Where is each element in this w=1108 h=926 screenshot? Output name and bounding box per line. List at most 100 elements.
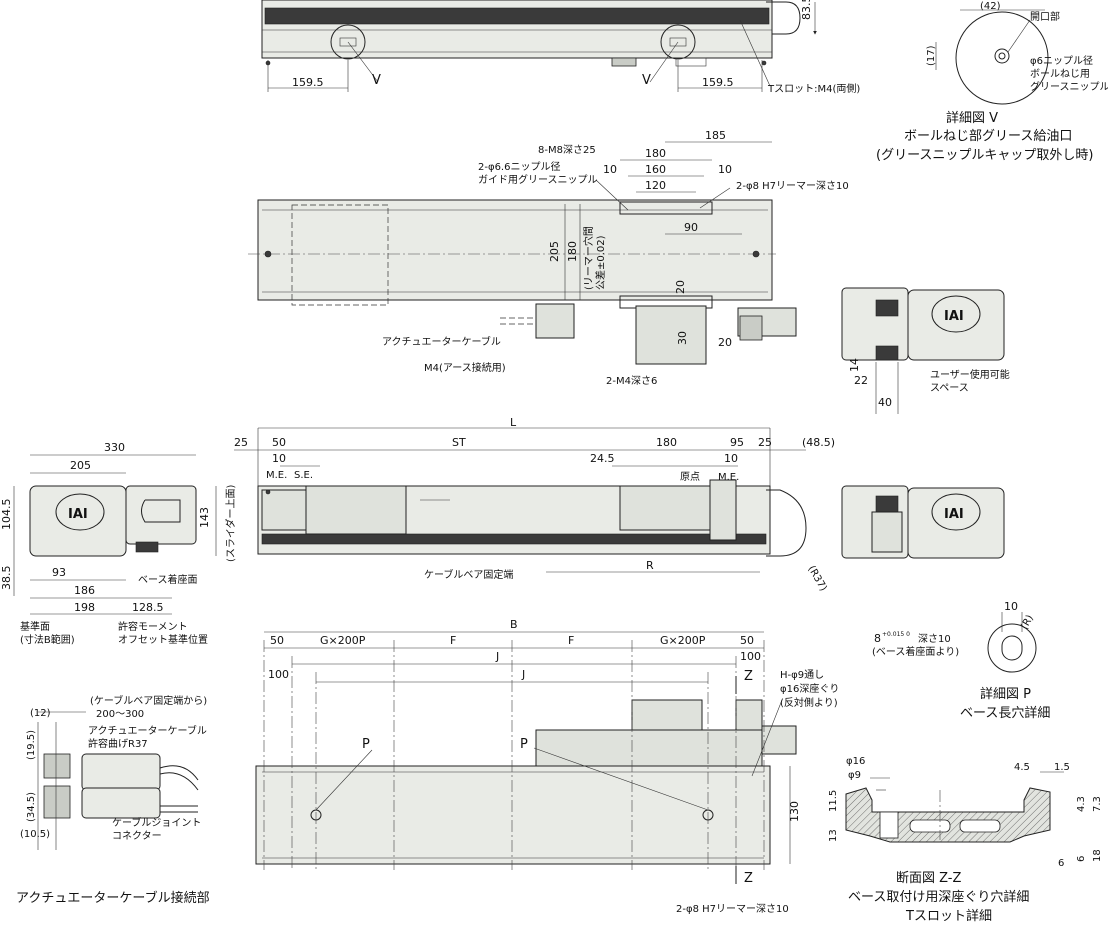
slider-8m8: 8-M8深さ25	[538, 144, 596, 156]
sec-title: 断面図 Z-Z	[896, 871, 962, 886]
front-25b: 25	[758, 436, 772, 449]
sec-6a: 6	[1058, 858, 1064, 869]
slider-reamer1: (リーマー穴間	[582, 226, 595, 290]
v-mark-right: V	[642, 73, 651, 88]
plan-h3: (反対側より)	[780, 696, 838, 709]
plan-j1: J	[495, 650, 499, 663]
side-end-view	[13, 454, 217, 615]
slider-90: 90	[684, 221, 698, 234]
detail-v-nipple3: グリースニップル	[1030, 80, 1108, 93]
detail-p-drawing	[987, 612, 1037, 673]
sec-4-3: 4.3	[1076, 796, 1087, 812]
slider-160: 160	[645, 163, 666, 176]
slider-20b: 20	[718, 336, 732, 349]
front-view	[234, 427, 807, 573]
plan-p2: P	[520, 737, 528, 752]
iai-logo-upper: IAI	[944, 309, 964, 324]
side-ref1: 基準面	[20, 620, 50, 633]
sec-subtitle: ベース取付け用深座ぐり穴詳細	[848, 889, 1029, 905]
plan-b: B	[510, 618, 518, 631]
plan-view	[255, 631, 797, 884]
detail-v-drawing	[935, 9, 1049, 105]
end-view-upper	[841, 287, 1005, 414]
m4-depth-label: 2-M4深さ6	[606, 375, 657, 387]
tslot-note: Tスロット:M4(両側)	[767, 82, 860, 95]
m4-earth-label: M4(アース接続用)	[424, 361, 506, 374]
detail-v-nipple1: φ6ニップル径	[1030, 54, 1093, 67]
sec-4-5: 4.5	[1014, 762, 1030, 773]
detail-p-subtitle: ベース長穴詳細	[960, 705, 1050, 721]
front-st: ST	[452, 436, 466, 449]
slider-reamer2: 公差±0.02)	[594, 235, 607, 290]
sec-16: φ16	[846, 756, 865, 767]
side-186: 186	[74, 584, 95, 597]
cable-title: アクチュエーターケーブル接続部	[16, 890, 210, 906]
front-r: R	[646, 559, 654, 572]
slider-h7-note: 2-φ8 H7リーマー深さ10	[736, 180, 849, 192]
front-10b: 10	[724, 452, 738, 465]
front-se: S.E.	[294, 470, 313, 481]
cable-34-5: (34.5)	[26, 792, 37, 822]
slider-180: 180	[645, 147, 666, 160]
actuator-cable-label: アクチュエーターケーブル	[382, 335, 501, 348]
side-38-5: 38.5	[0, 566, 13, 591]
front-50: 50	[272, 436, 286, 449]
detail-p-hole3: (ベース着座面より)	[872, 645, 959, 658]
user-space2: スペース	[930, 383, 969, 394]
plan-j2: J	[521, 668, 525, 681]
sec-1-5: 1.5	[1054, 762, 1070, 773]
detail-v-17: (17)	[926, 45, 937, 66]
plan-g200a: G×200P	[320, 634, 366, 647]
dim-159-5-left: 159.5	[292, 76, 324, 89]
cable-fix1: (ケーブルベア固定端から)	[90, 694, 207, 707]
detail-p-hole2: 深さ10	[918, 633, 951, 645]
section-zz-drawing	[845, 771, 1064, 843]
front-95: 95	[730, 436, 744, 449]
slider-10a: 10	[603, 163, 617, 176]
sec-13: 13	[828, 829, 839, 842]
sec-7-3: 7.3	[1092, 796, 1103, 812]
plan-z-top: Z	[744, 669, 753, 684]
end-14: 14	[848, 358, 861, 372]
detail-v-title: 詳細図 V	[946, 110, 998, 126]
cable-12: (12)	[30, 708, 51, 719]
front-origin: 原点	[680, 471, 700, 483]
cable-19-5: (19.5)	[26, 730, 37, 760]
cable-connection	[37, 711, 199, 850]
detail-v-nipple2: ボールねじ用	[1030, 68, 1090, 80]
plan-f2: F	[568, 634, 574, 647]
slider-205: 205	[548, 241, 561, 262]
slider-nipple2: ガイド用グリースニップル	[478, 173, 598, 186]
side-slider-top: (スライダー上面)	[224, 484, 237, 562]
detail-p-10: 10	[1004, 600, 1018, 613]
plan-50a: 50	[270, 634, 284, 647]
side-143: 143	[198, 507, 211, 528]
side-base-mount: ベース着座面	[138, 573, 198, 586]
plan-p1: P	[362, 737, 370, 752]
side-93: 93	[52, 566, 66, 579]
sec-6b: 6	[1076, 856, 1087, 862]
user-space1: ユーザー使用可能	[930, 368, 1010, 381]
front-25a: 25	[234, 436, 248, 449]
plan-130: 130	[788, 801, 801, 822]
iai-logo-lower: IAI	[944, 507, 964, 522]
plan-h1: H-φ9通し	[780, 669, 824, 681]
side-128-5: 128.5	[132, 601, 164, 614]
iai-logo-side: IAI	[68, 507, 88, 522]
cable-bend1: アクチュエーターケーブル	[88, 724, 207, 737]
detail-v-note: (グリースニップルキャップ取外し時)	[876, 148, 1094, 163]
front-l: L	[510, 416, 517, 429]
slider-nipple1: 2-φ6.6ニップル径	[478, 160, 560, 173]
front-10a: 10	[272, 452, 286, 465]
front-me-a: M.E.	[266, 470, 287, 481]
plan-z-bottom: Z	[744, 871, 753, 886]
end-view-lower	[841, 485, 1005, 559]
cable-10-5: (10.5)	[20, 829, 50, 840]
side-330: 330	[104, 441, 125, 454]
plan-g200b: G×200P	[660, 634, 706, 647]
side-198: 198	[74, 601, 95, 614]
sec-9: φ9	[848, 770, 861, 781]
side-205: 205	[70, 459, 91, 472]
slider-20a: 20	[674, 280, 687, 294]
top-view	[261, 0, 817, 92]
